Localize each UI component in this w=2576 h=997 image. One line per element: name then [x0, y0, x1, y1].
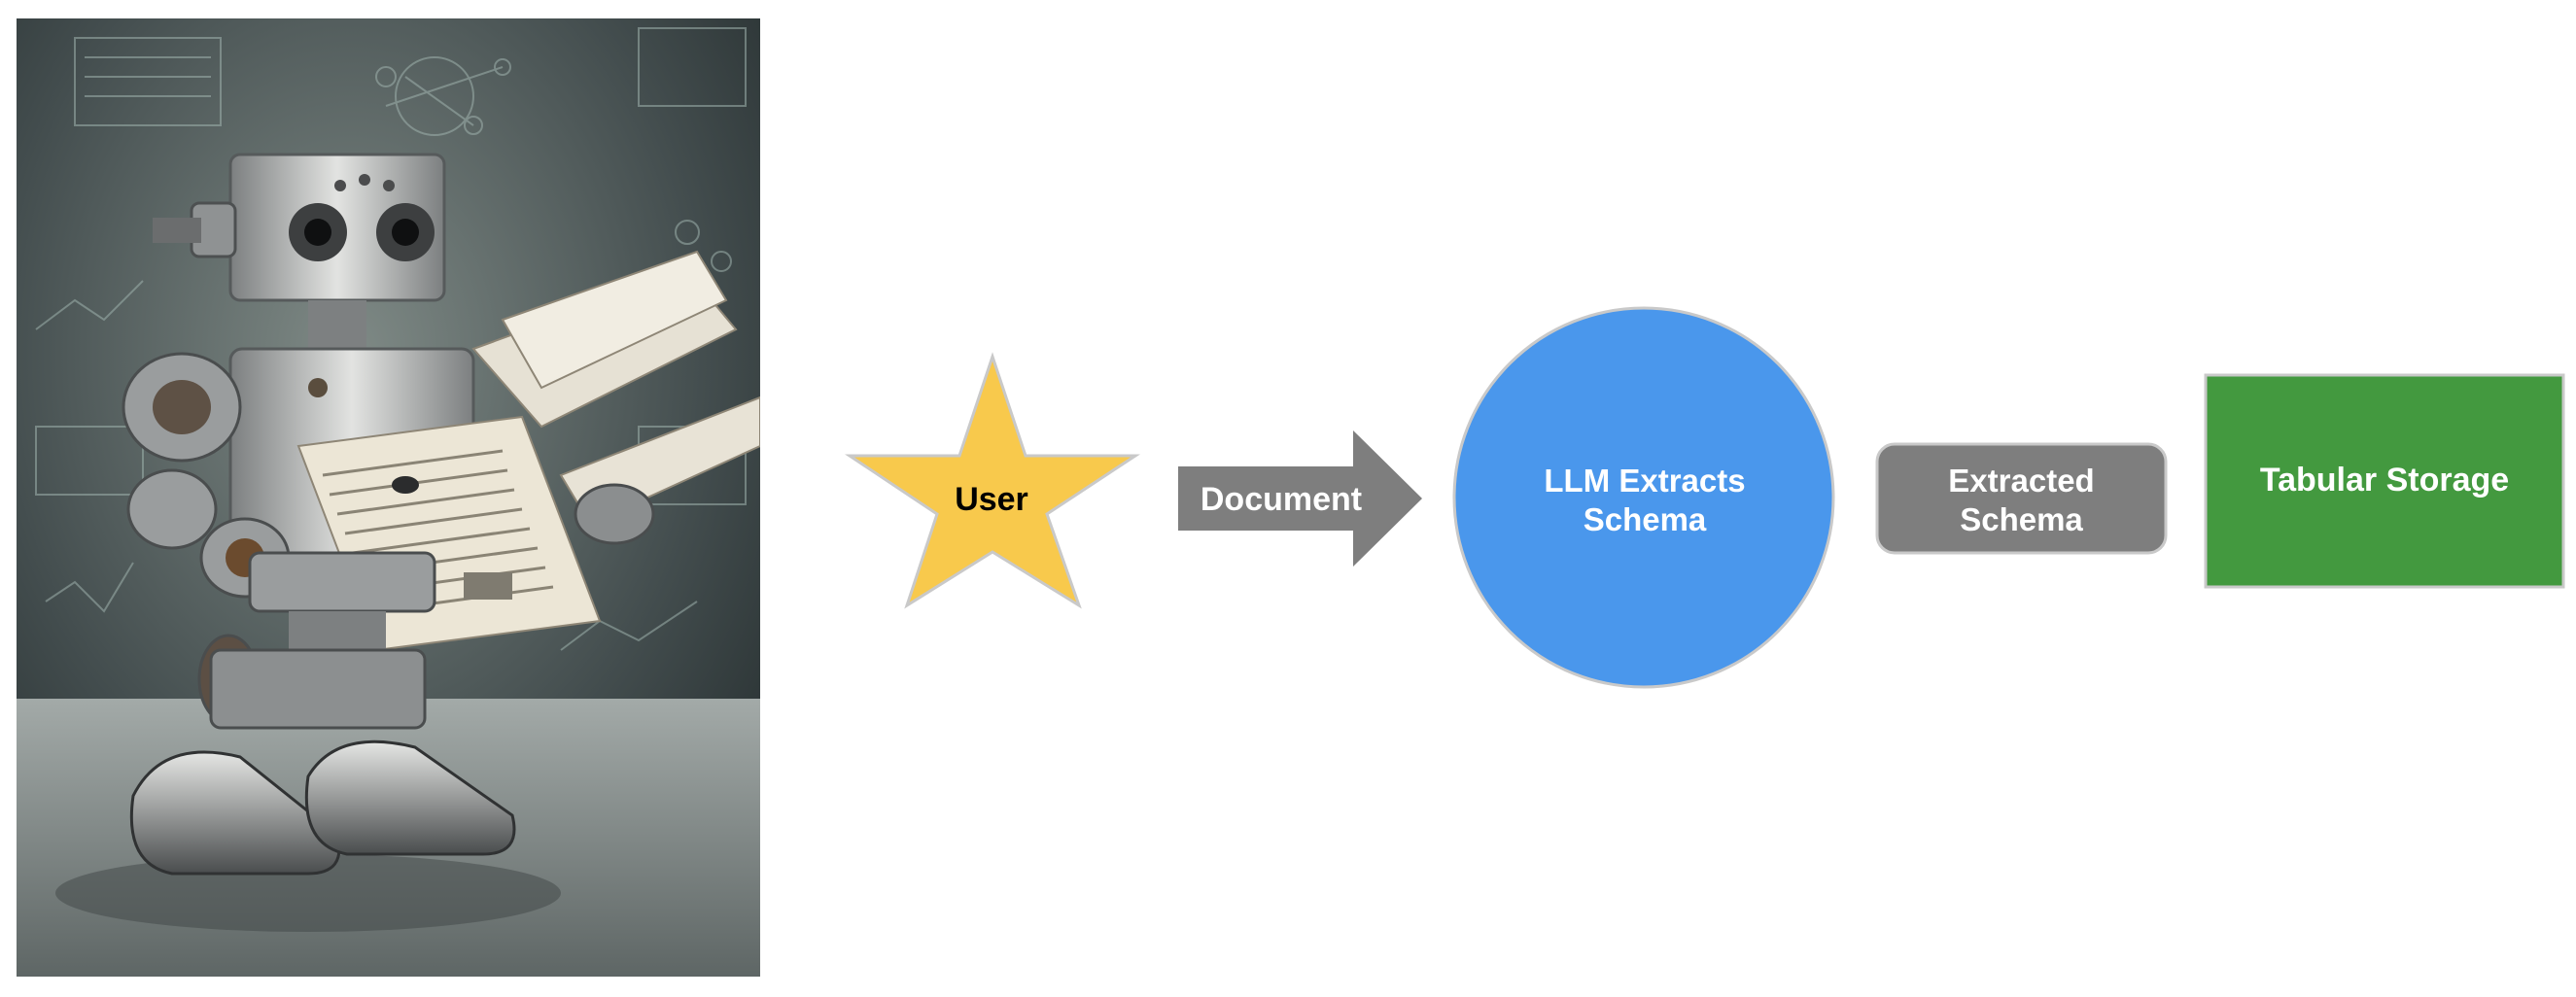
llm-label-line1: LLM Extracts — [1544, 462, 1746, 498]
user-star — [845, 352, 1140, 609]
extracted-schema-label: Extracted Schema — [1877, 447, 2166, 554]
extracted-label-line1: Extracted — [1948, 462, 2095, 498]
llm-label: LLM Extracts Schema — [1455, 428, 1834, 573]
tabular-storage-box — [2204, 373, 2565, 589]
extracted-schema-box — [1875, 442, 2168, 555]
tabular-storage-label-text: Tabular Storage — [2259, 462, 2510, 499]
user-label-text: User — [955, 481, 1028, 519]
document-label: Document — [1179, 476, 1383, 525]
llm-label-line2: Schema — [1583, 501, 1707, 537]
llm-circle — [1452, 306, 1835, 689]
document-arrow — [1178, 430, 1422, 567]
document-label-text: Document — [1200, 481, 1363, 519]
tabular-storage-label: Tabular Storage — [2206, 428, 2563, 534]
extracted-label-line2: Schema — [1960, 501, 2083, 537]
user-label: User — [904, 476, 1079, 525]
robot-illustration — [17, 18, 760, 977]
